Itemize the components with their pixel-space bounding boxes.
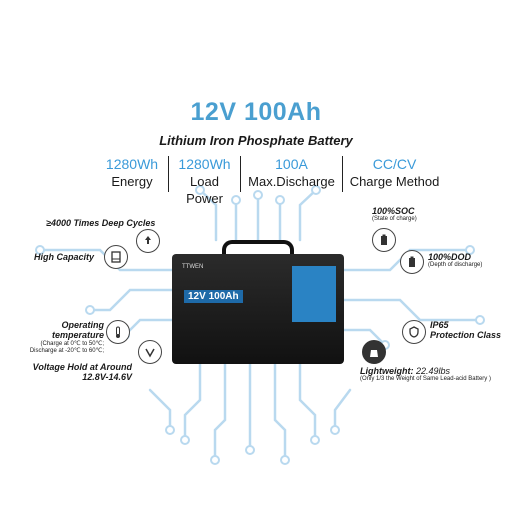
lightning-icon	[292, 266, 336, 322]
spec-load-power: 1280Wh Load Power	[168, 156, 240, 206]
feature-capacity: High Capacity	[34, 252, 94, 262]
feature-temp-title: Operating temperature	[51, 320, 104, 340]
product-title: 12V 100Ah	[190, 98, 322, 126]
spec-value: 1280Wh	[178, 156, 231, 172]
product-subtitle: Lithium Iron Phosphate Battery	[159, 133, 353, 148]
feature-cycles: ≥4000 Times Deep Cycles	[46, 218, 155, 228]
spec-label: Load Power	[186, 174, 223, 206]
battery-model: 12V 100Ah	[184, 290, 243, 303]
battery-full-icon	[400, 250, 424, 274]
feature-soc-sub: (State of charge)	[372, 216, 417, 222]
shield-icon	[402, 320, 426, 344]
feature-cycles-text: ≥4000 Times Deep Cycles	[46, 218, 156, 228]
spec-charge-method: CC/CV Charge Method	[342, 156, 446, 192]
feature-temp-charge: (Charge at 0℃ to 50℃;	[40, 341, 104, 347]
feature-ip-sub: Protection Class	[430, 330, 502, 340]
feature-weight-title: Lightweight:	[360, 366, 414, 376]
feature-ip-title: IP65	[430, 320, 449, 330]
spec-label: Charge Method	[349, 174, 440, 189]
feature-soc-title: 100%SOC	[372, 206, 415, 216]
spec-value: 1280Wh	[105, 156, 159, 172]
feature-ip65: IP65 Protection Class	[430, 320, 501, 340]
feature-voltage-value: 12.8V-14.6V	[82, 372, 132, 382]
feature-soc: 100%SOC (State of charge)	[372, 206, 417, 222]
spec-max-discharge: 100A Max.Discharge	[240, 156, 342, 192]
battery-icon	[372, 228, 396, 252]
spec-energy: 1280Wh Energy	[96, 156, 168, 192]
weight-icon	[362, 340, 386, 364]
feature-temp-discharge: Discharge at -20℃ to 60℃;	[29, 348, 104, 354]
thermometer-icon	[106, 320, 130, 344]
capacity-icon	[104, 245, 128, 269]
recycle-icon	[136, 229, 160, 253]
feature-temperature: Operating temperature (Charge at 0℃ to 5…	[10, 320, 104, 354]
spec-label: Max.Discharge	[248, 174, 335, 189]
battery-brand: TTWEN	[182, 264, 204, 270]
battery-illustration: TTWEN 12V 100Ah	[172, 240, 344, 364]
voltage-icon	[138, 340, 162, 364]
feature-dod: 100%DOD (Depth of discharge)	[428, 252, 482, 268]
spec-label: Energy	[111, 174, 153, 189]
spec-value: CC/CV	[372, 156, 417, 172]
feature-weight-value: 22.49lbs	[416, 366, 451, 376]
feature-dod-sub: (Depth of discharge)	[428, 262, 483, 268]
battery-handle	[222, 240, 294, 260]
feature-voltage-title: Voltage Hold at Around	[32, 362, 132, 372]
spec-value: 100A	[275, 156, 308, 172]
spec-row: 1280Wh Energy 1280Wh Load Power 100A Max…	[96, 156, 446, 206]
feature-capacity-text: High Capacity	[34, 252, 95, 262]
feature-voltage: Voltage Hold at Around 12.8V-14.6V	[28, 362, 132, 382]
feature-weight-sub: (Only 1/3 the Weight of Same Lead-acid B…	[360, 376, 491, 382]
feature-dod-title: 100%DOD	[428, 252, 472, 262]
feature-weight: Lightweight: 22.49lbs (Only 1/3 the Weig…	[360, 366, 491, 382]
